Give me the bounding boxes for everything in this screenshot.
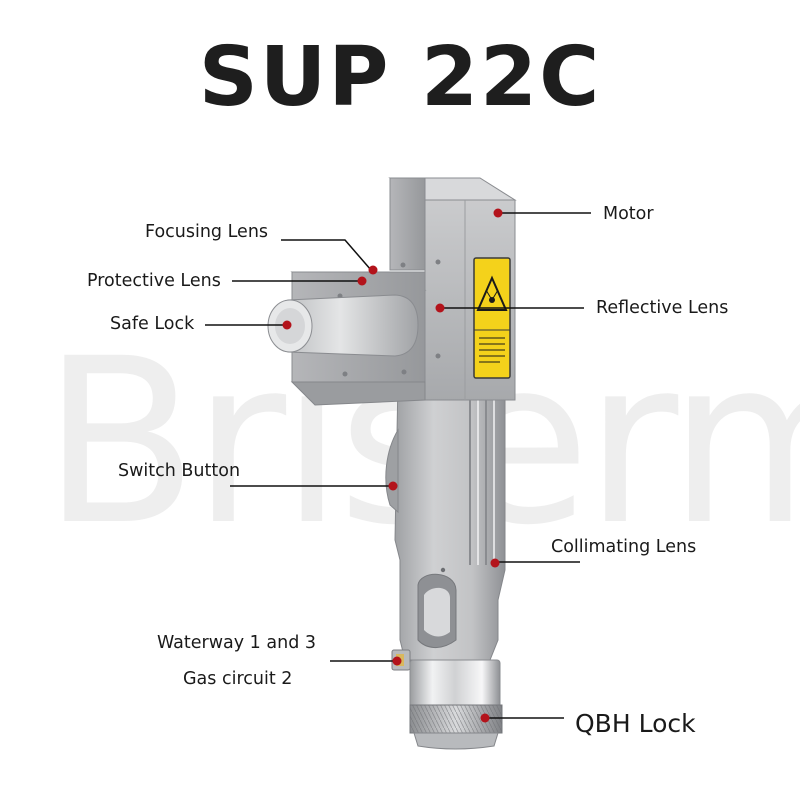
label-safe-lock: Safe Lock <box>110 314 195 334</box>
label-qbh-lock: QBH Lock <box>575 709 696 738</box>
product-title: SUP 22C <box>198 30 602 125</box>
marker-switch-button <box>388 481 398 491</box>
label-motor: Motor <box>603 204 654 224</box>
head-housing <box>290 177 517 406</box>
marker-safe-lock <box>282 320 292 330</box>
marker-motor <box>493 208 503 218</box>
marker-protective-lens <box>357 276 367 286</box>
label-reflective-lens: Reflective Lens <box>596 298 729 318</box>
label-collimating-lens: Collimating Lens <box>551 537 697 557</box>
safe-lock-cylinder <box>267 294 419 357</box>
marker-focusing-lens <box>368 265 378 275</box>
label-waterway: Waterway 1 and 3 <box>157 633 317 653</box>
label-focusing-lens: Focusing Lens <box>145 222 269 242</box>
marker-qbh-lock <box>480 713 490 723</box>
laser-warning-icon <box>476 275 508 311</box>
marker-dots <box>282 208 503 723</box>
qbh-connector <box>409 659 503 750</box>
marker-reflective-lens <box>435 303 445 313</box>
label-switch-button: Switch Button <box>118 461 241 481</box>
label-gas-circuit: Gas circuit 2 <box>183 669 293 689</box>
marker-waterway <box>392 656 402 666</box>
handle-body <box>385 379 506 671</box>
label-protective-lens: Protective Lens <box>87 271 221 291</box>
leader-lines <box>205 212 591 719</box>
marker-collimating-lens <box>490 558 500 568</box>
